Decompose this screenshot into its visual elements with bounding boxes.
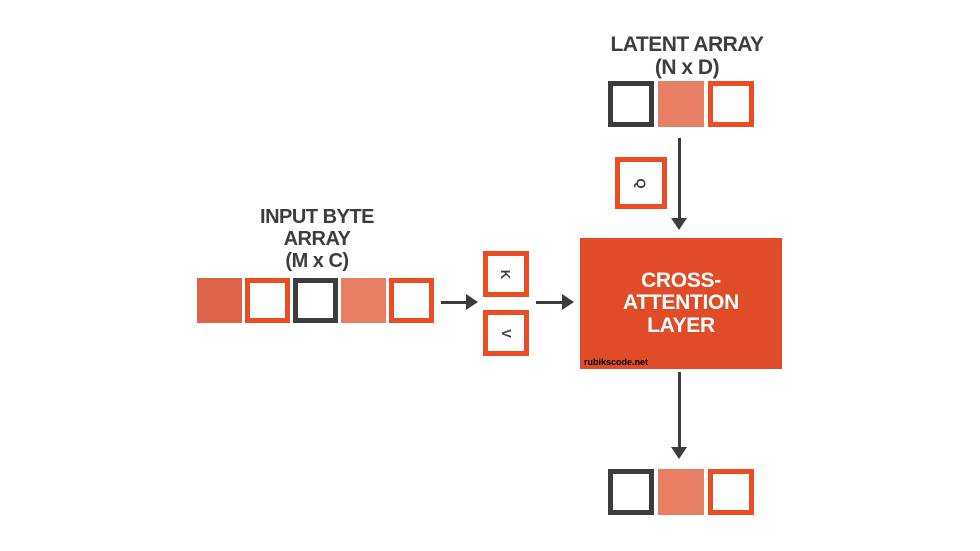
input-byte-array-cells (197, 278, 434, 323)
array-cell-outline-dark (293, 278, 338, 323)
arrow-head (671, 218, 687, 230)
cross-attention-line3: LAYER (647, 313, 715, 337)
arrow-head (466, 294, 478, 310)
arrow-shaft (677, 138, 681, 218)
query-label: Q (633, 177, 649, 189)
latent-array-title: LATENT ARRAY (N x D) (577, 33, 797, 79)
output-array-cells (608, 469, 754, 515)
array-cell-outline-dark (608, 469, 654, 515)
array-cell-outline-orange (389, 278, 434, 323)
key-box: K (483, 251, 529, 297)
array-cell-outline-dark (608, 81, 654, 127)
input-byte-array-title-line2: ARRAY (283, 228, 351, 250)
query-box: Q (615, 157, 667, 209)
array-cell-fill-orange (197, 278, 242, 323)
arrow-down-latent-icon (671, 138, 687, 230)
watermark: rubikscode.net (584, 357, 649, 367)
value-box: V (483, 310, 529, 356)
arrow-shaft (536, 300, 562, 304)
input-byte-array-title-line1: INPUT BYTE (260, 206, 374, 228)
latent-array-title-line1: LATENT ARRAY (610, 33, 764, 56)
latent-array-title-line2: (N x D) (654, 56, 720, 79)
cross-attention-line2: ATTENTION (623, 291, 739, 315)
arrow-shaft (441, 300, 466, 304)
cross-attention-layer-box: CROSS- ATTENTION LAYER rubikscode.net (580, 238, 782, 369)
key-label: K (498, 269, 514, 279)
array-cell-fill-salmon (341, 278, 386, 323)
input-byte-array-title-line3: (M x C) (285, 250, 349, 272)
array-cell-outline-orange (708, 81, 754, 127)
value-label: V (498, 328, 514, 338)
array-cell-fill-salmon (658, 469, 704, 515)
arrow-right-input-icon (441, 294, 478, 310)
array-cell-outline-orange (708, 469, 754, 515)
array-cell-outline-orange (245, 278, 290, 323)
arrow-down-output-icon (671, 372, 687, 459)
arrow-head (671, 447, 687, 459)
arrow-right-kv-icon (536, 294, 574, 310)
input-byte-array-title: INPUT BYTE ARRAY (M x C) (217, 206, 417, 272)
latent-array-cells (608, 81, 754, 127)
cross-attention-line1: CROSS- (641, 268, 721, 292)
arrow-shaft (677, 372, 681, 447)
arrow-head (562, 294, 574, 310)
array-cell-fill-salmon (658, 81, 704, 127)
